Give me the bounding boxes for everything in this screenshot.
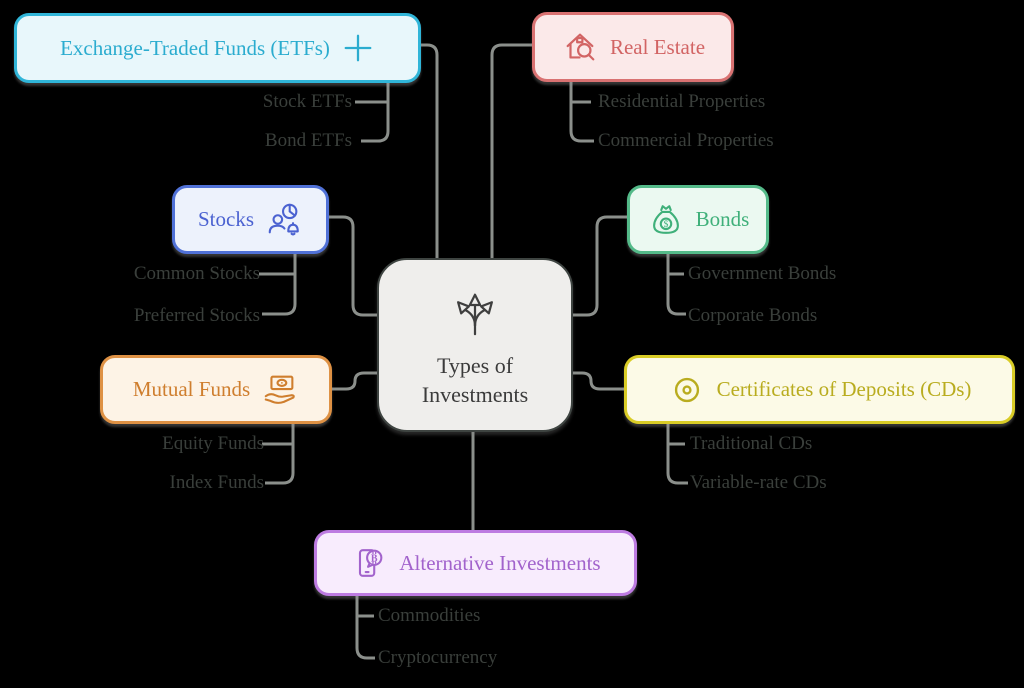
child-label[interactable]: Government Bonds (688, 263, 837, 284)
branch-bonds (569, 215, 627, 317)
bracket-stocks (262, 249, 297, 316)
node-real-estate[interactable]: Real Estate (532, 12, 734, 82)
node-label: Mutual Funds (132, 377, 251, 401)
child-label[interactable]: Equity Funds (162, 433, 264, 454)
hand-banknote-icon (261, 371, 299, 409)
child-label[interactable]: Corporate Bonds (688, 305, 818, 326)
bracket-cds (666, 420, 688, 485)
node-stocks[interactable]: Stocks (172, 185, 329, 254)
child-label[interactable]: Traditional CDs (690, 433, 813, 454)
plus-icon (341, 31, 375, 65)
child-label[interactable]: Preferred Stocks (133, 305, 260, 326)
bracket-bonds (666, 249, 686, 316)
branch-cds (569, 371, 624, 391)
node-label: Stocks (197, 207, 254, 231)
branch-stocks (323, 215, 377, 317)
house-search-icon (561, 28, 599, 66)
node-label: Alternative Investments (399, 550, 601, 575)
svg-text:$: $ (663, 219, 668, 230)
branch-etf (415, 43, 439, 258)
node-label: Real Estate (609, 34, 706, 59)
phone-bitcoin-icon: B (350, 544, 388, 582)
node-bonds[interactable]: $ Bonds (627, 185, 769, 254)
child-label[interactable]: Commodities (378, 605, 481, 626)
node-center-types-of-investments[interactable]: Types of Investments (377, 258, 573, 432)
child-label[interactable]: Stock ETFs (262, 91, 352, 112)
node-alternative-investments[interactable]: B Alternative Investments (314, 530, 637, 596)
svg-text:B: B (371, 553, 378, 564)
child-label[interactable]: Common Stocks (133, 263, 260, 284)
child-label[interactable]: Commercial Properties (598, 130, 774, 151)
person-pie-bell-icon (265, 201, 303, 239)
node-mutual-funds[interactable]: Mutual Funds (100, 355, 332, 424)
node-label: Certificates of Deposits (CDs) (716, 377, 972, 401)
node-label: Bonds (695, 207, 750, 231)
branch-mutual-funds (327, 371, 378, 391)
child-label[interactable]: Index Funds (169, 472, 264, 493)
bracket-alternative (355, 590, 375, 660)
node-label: Exchange-Traded Funds (ETFs) (60, 35, 330, 60)
center-label: Types of Investments (421, 353, 529, 407)
node-certificates-of-deposits[interactable]: Certificates of Deposits (CDs) (624, 355, 1015, 424)
money-bag-icon: $ (647, 201, 685, 239)
bracket-mutual-funds (265, 420, 295, 485)
branch-arrows-icon (444, 281, 506, 341)
bracket-etf (361, 78, 390, 143)
child-label[interactable]: Residential Properties (598, 91, 766, 112)
node-exchange-traded-funds[interactable]: Exchange-Traded Funds (ETFs) (14, 13, 421, 83)
bullseye-icon (668, 371, 706, 409)
child-label[interactable]: Bond ETFs (264, 130, 352, 151)
child-label[interactable]: Cryptocurrency (378, 647, 498, 668)
branch-real-estate (490, 43, 533, 258)
child-label[interactable]: Variable-rate CDs (690, 472, 827, 493)
bracket-real-estate (569, 77, 594, 143)
